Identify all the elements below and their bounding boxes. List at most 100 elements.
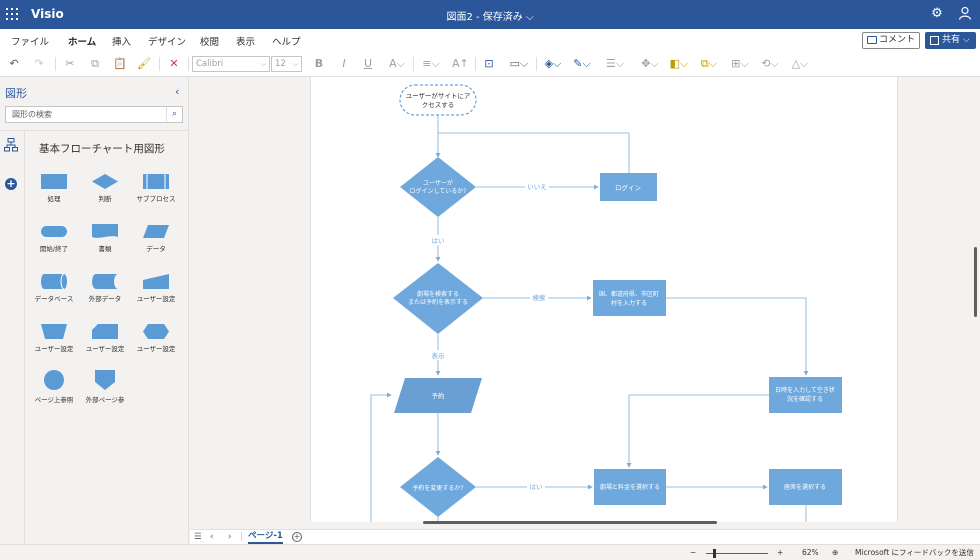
shape-subprocess[interactable]: サブプロセス: [131, 172, 181, 217]
shape-search-input[interactable]: 図形の検索⌕: [5, 106, 183, 123]
page-tabs-bar: ☰ ‹ › | ページ-1 +: [190, 529, 980, 544]
text-size-icon[interactable]: A↑: [452, 57, 469, 70]
font-name-dropdown[interactable]: Calibri⌵: [192, 56, 270, 72]
shape-decision[interactable]: 判断: [80, 172, 130, 217]
text-box-icon[interactable]: ⊡: [484, 57, 494, 70]
previous-page-icon[interactable]: ‹: [210, 532, 214, 542]
tab-view[interactable]: 表示: [236, 37, 256, 48]
edge-label-display: 表示: [432, 351, 446, 360]
shape-label: データベース: [34, 295, 74, 303]
share-button[interactable]: 共有 ⌵: [925, 32, 976, 49]
page-tab-1[interactable]: ページ-1: [248, 531, 283, 544]
shape-database[interactable]: データベース: [29, 272, 79, 317]
connector-check-to-theater[interactable]: [626, 394, 769, 468]
node-login-label: ログイン: [615, 183, 641, 192]
font-color-icon[interactable]: A⌵: [389, 57, 405, 70]
node-logged-in-line1: ユーザーが: [423, 179, 453, 187]
drawing-page[interactable]: いいえ はい 検索 表示 はい ユーザーがサイトにア クセスする ユーザーが ロ…: [310, 77, 898, 522]
shape-external-data[interactable]: 外部データ: [80, 272, 130, 317]
comment-button[interactable]: コメント: [862, 32, 920, 49]
tab-review[interactable]: 校閲: [200, 37, 220, 48]
zoom-out-icon[interactable]: −: [690, 548, 697, 557]
node-select-seat[interactable]: 座席を選択する: [769, 469, 842, 505]
connector-login-back[interactable]: [438, 132, 630, 173]
align-icon[interactable]: ≡⌵: [422, 57, 440, 70]
cut-icon[interactable]: ✂: [65, 57, 75, 70]
data-shape-icon: [143, 225, 169, 238]
flowchart-stencil-icon[interactable]: [4, 138, 18, 152]
node-select-theater[interactable]: 劇場と料金を選択する: [594, 469, 666, 505]
tab-home[interactable]: ホーム: [68, 34, 97, 53]
position-icon[interactable]: ✥⌵: [641, 57, 659, 70]
shape-label: ユーザー設定: [34, 345, 74, 353]
bold-icon[interactable]: B: [314, 57, 324, 70]
vertical-scrollbar[interactable]: [974, 247, 977, 317]
shape-start-end[interactable]: 開始/終了: [29, 222, 79, 267]
feedback-link[interactable]: Microsoft にフィードバックを送信: [855, 548, 974, 557]
arrange-icon[interactable]: ◧⌵: [669, 57, 689, 70]
group-icon[interactable]: ⧉⌵: [700, 57, 718, 70]
chevron-down-icon: ⌵: [292, 60, 298, 68]
account-icon[interactable]: [957, 6, 973, 22]
settings-icon[interactable]: ⚙: [931, 6, 943, 21]
shape-manual-operation[interactable]: ユーザー設定: [29, 322, 79, 367]
node-enter-city[interactable]: 国、都道府県、市区町 村を入力する: [593, 280, 666, 316]
connector-loop-back[interactable]: [370, 392, 392, 522]
shape-label: 書類: [98, 245, 112, 253]
redo-icon[interactable]: ↷: [34, 57, 44, 70]
node-logged-in-decision[interactable]: ユーザーが ログインしているか?: [400, 157, 476, 217]
paste-icon[interactable]: 📋: [113, 57, 127, 70]
tab-insert[interactable]: 挿入: [112, 37, 132, 48]
format-painter-icon[interactable]: 🖌: [137, 57, 151, 70]
comment-label: コメント: [879, 35, 916, 45]
app-launcher-icon[interactable]: [6, 8, 18, 20]
node-change-decision[interactable]: 予約を変更するか?: [400, 457, 476, 517]
zoom-slider[interactable]: [706, 553, 768, 554]
shape-off-page-reference[interactable]: 外部ページ参: [80, 369, 130, 414]
italic-icon[interactable]: I: [342, 57, 346, 70]
underline-icon[interactable]: U: [363, 57, 373, 70]
zoom-in-icon[interactable]: +: [777, 548, 784, 557]
node-login[interactable]: ログイン: [600, 173, 657, 201]
shape-manual-input[interactable]: ユーザー設定: [131, 272, 181, 317]
next-page-icon[interactable]: ›: [228, 532, 232, 542]
flip-icon[interactable]: △⌵: [791, 57, 809, 70]
search-icon[interactable]: ⌕: [166, 107, 182, 122]
fill-color-icon[interactable]: ◈⌵: [544, 57, 562, 70]
shape-document[interactable]: 書類: [80, 222, 130, 267]
app-name[interactable]: Visio: [31, 7, 64, 21]
drawing-canvas[interactable]: いいえ はい 検索 表示 はい ユーザーがサイトにア クセスする ユーザーが ロ…: [190, 77, 980, 529]
add-page-icon[interactable]: +: [292, 532, 302, 542]
line-style-icon[interactable]: ☰⌵: [605, 57, 625, 70]
shape-preparation[interactable]: ユーザー設定: [131, 322, 181, 367]
zoom-level[interactable]: 62%: [802, 548, 819, 557]
node-start[interactable]: ユーザーがサイトにア クセスする: [399, 84, 477, 116]
horizontal-scrollbar[interactable]: [423, 521, 717, 524]
zoom-slider-thumb[interactable]: [713, 549, 716, 558]
shape-on-page-reference[interactable]: ページ上参照: [29, 369, 79, 414]
shape-label: サブプロセス: [136, 195, 176, 203]
shape-data[interactable]: データ: [131, 222, 181, 267]
undo-icon[interactable]: ↶: [9, 57, 19, 70]
font-size-dropdown[interactable]: 12⌵: [271, 56, 302, 72]
node-reservation[interactable]: 予約: [394, 378, 482, 413]
page-list-icon[interactable]: ☰: [194, 532, 202, 542]
align-shapes-icon[interactable]: ⊞⌵: [731, 57, 749, 70]
copy-icon[interactable]: ⧉: [91, 57, 99, 70]
fit-page-icon[interactable]: ⊕: [832, 548, 839, 557]
tab-file[interactable]: ファイル: [11, 37, 50, 48]
connector-city-to-check[interactable]: [666, 297, 809, 376]
document-title[interactable]: 図面2 - 保存済み ⌵: [446, 12, 534, 23]
rotate-icon[interactable]: ⟲⌵: [761, 57, 779, 70]
node-check-availability[interactable]: 日時を入力して空き状 況を確認する: [769, 377, 842, 413]
shape-process[interactable]: 処理: [29, 172, 79, 217]
tab-design[interactable]: デザイン: [148, 37, 187, 48]
add-stencil-icon[interactable]: +: [5, 177, 17, 190]
delete-icon[interactable]: ✕: [169, 57, 179, 70]
line-color-icon[interactable]: ✎⌵: [573, 57, 591, 70]
node-search-decision[interactable]: 劇場を検索する または予約を表示する: [393, 263, 483, 334]
shape-card[interactable]: ユーザー設定: [80, 322, 130, 367]
shape-style-icon[interactable]: ▭⌵: [509, 57, 529, 70]
tab-help[interactable]: ヘルプ: [272, 37, 301, 48]
collapse-panel-icon[interactable]: ‹: [175, 85, 180, 98]
